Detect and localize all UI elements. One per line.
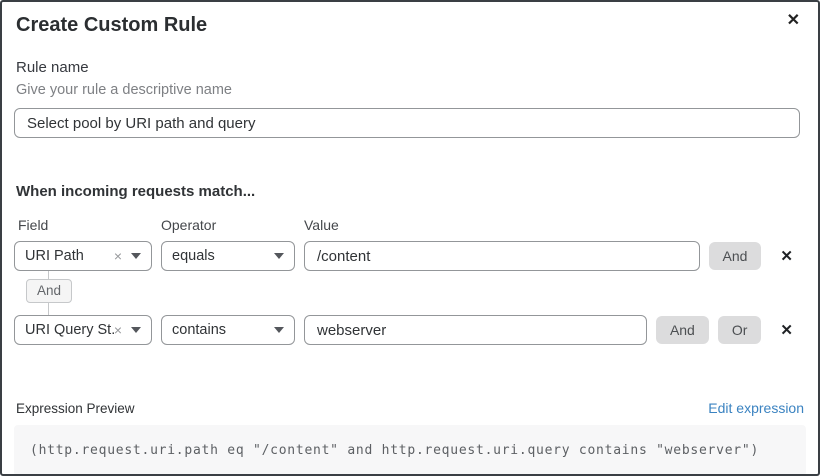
clear-selection-icon[interactable]: × <box>113 322 122 338</box>
chevron-down-icon <box>274 253 284 259</box>
chevron-down-icon <box>274 327 284 333</box>
field-select-value: URI Path <box>25 248 84 264</box>
clear-selection-icon[interactable]: × <box>113 248 122 264</box>
expression-preview-label: Expression Preview <box>16 401 135 416</box>
operator-select-value: contains <box>172 322 227 338</box>
chevron-down-icon <box>131 327 141 333</box>
operator-select-value: equals <box>172 248 215 264</box>
operator-select[interactable]: equals <box>161 241 295 271</box>
connector-line <box>48 303 49 315</box>
connector-and-badge: And <box>26 279 73 303</box>
and-button[interactable]: And <box>708 242 762 270</box>
condition-column-labels: Field Operator Value <box>18 217 804 233</box>
connector-line <box>48 271 49 279</box>
close-icon[interactable]: ✕ <box>783 9 804 33</box>
rule-name-input[interactable] <box>14 108 800 138</box>
value-input[interactable] <box>304 315 647 345</box>
match-heading: When incoming requests match... <box>16 183 256 200</box>
condition-row: URI Path × equals And ✕ <box>14 241 804 271</box>
or-button[interactable]: Or <box>717 316 762 344</box>
chevron-down-icon <box>131 253 141 259</box>
field-select-value: URI Query St... <box>25 322 114 338</box>
value-column-label: Value <box>304 217 339 233</box>
field-select[interactable]: URI Query St... × <box>14 315 152 345</box>
field-column-label: Field <box>18 217 49 233</box>
edit-expression-link[interactable]: Edit expression <box>708 400 804 416</box>
expression-preview-code: (http.request.uri.path eq "/content" and… <box>14 425 806 474</box>
value-input[interactable] <box>304 241 700 271</box>
rule-name-label: Rule name <box>16 59 89 76</box>
dialog-title: Create Custom Rule <box>16 14 208 36</box>
condition-row: URI Query St... × contains And Or ✕ <box>14 315 804 345</box>
row-connector: And <box>26 271 804 315</box>
rule-name-hint: Give your rule a descriptive name <box>16 82 232 98</box>
delete-row-icon[interactable]: ✕ <box>778 245 795 267</box>
operator-select[interactable]: contains <box>161 315 295 345</box>
operator-column-label: Operator <box>161 217 217 233</box>
expression-preview-header: Expression Preview Edit expression <box>16 400 804 416</box>
field-select[interactable]: URI Path × <box>14 241 152 271</box>
and-button[interactable]: And <box>655 316 709 344</box>
delete-row-icon[interactable]: ✕ <box>778 319 795 341</box>
